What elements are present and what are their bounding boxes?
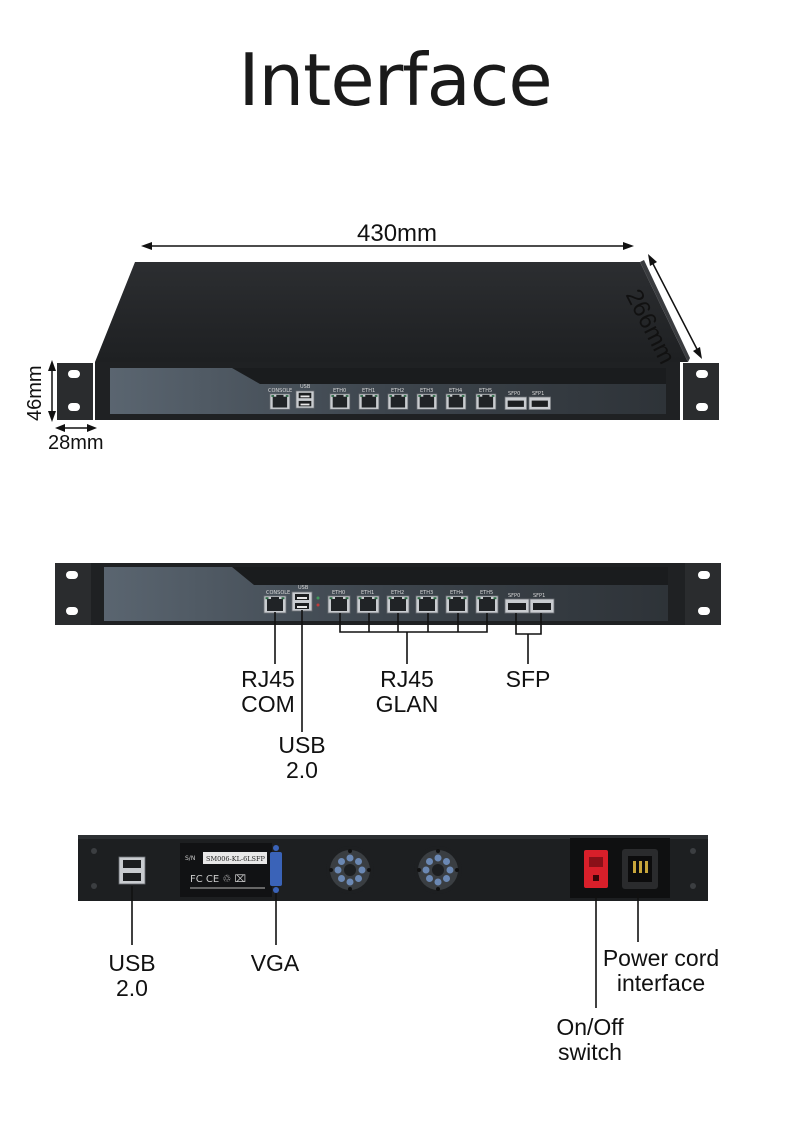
cert-marks: FC CE ♲ ⌧ <box>190 874 246 885</box>
svg-text:SFP1: SFP1 <box>533 593 545 599</box>
svg-text:ETH0: ETH0 <box>333 388 346 394</box>
svg-text:ETH1: ETH1 <box>362 388 375 394</box>
svg-text:ETH5: ETH5 <box>480 590 493 596</box>
svg-text:ETH3: ETH3 <box>420 590 433 596</box>
perspective-router: CONSOLE USB ETH0 ETH1 ETH2 ETH3 ETH4 ETH5 SF… <box>57 260 719 420</box>
callout-vga: VGA <box>250 950 300 976</box>
svg-text:ETH2: ETH2 <box>391 388 404 394</box>
svg-text:ETH3: ETH3 <box>420 388 433 394</box>
rear-callout-lines <box>131 886 639 1008</box>
svg-text:USB: USB <box>298 585 309 591</box>
callout-sfp: SFP <box>505 666 551 692</box>
ear-dimension: 28mm <box>48 432 104 454</box>
svg-text:SFP0: SFP0 <box>508 593 520 599</box>
page-title: Interface <box>238 38 552 122</box>
svg-text:SFP0: SFP0 <box>508 391 520 397</box>
router-top-cover <box>95 262 688 362</box>
front-view-router: CONSOLE USB ETH0 ETH1 ETH2 ETH3 ETH4 ETH5 SF… <box>55 563 721 625</box>
svg-text:ETH2: ETH2 <box>391 590 404 596</box>
serial-number: SM006-KL-6LSFP <box>206 855 265 863</box>
svg-text:ETH1: ETH1 <box>361 590 374 596</box>
svg-text:CONSOLE: CONSOLE <box>268 388 292 394</box>
dimension-arrows <box>48 242 702 432</box>
width-dimension: 430mm <box>357 220 438 247</box>
svg-text:ETH0: ETH0 <box>332 590 345 596</box>
svg-text:SFP1: SFP1 <box>532 391 544 397</box>
svg-text:USB: USB <box>300 384 311 390</box>
height-dimension: 46mm <box>24 365 46 421</box>
front-callout-lines <box>274 610 542 732</box>
svg-text:ETH4: ETH4 <box>449 388 462 394</box>
svg-text:ETH5: ETH5 <box>479 388 492 394</box>
svg-text:CONSOLE: CONSOLE <box>266 590 290 596</box>
svg-text:ETH4: ETH4 <box>450 590 463 596</box>
rear-view-router: S/N SM006-KL-6LSFP FC CE ♲ ⌧ <box>78 835 708 901</box>
serial-label: S/N <box>185 855 195 862</box>
